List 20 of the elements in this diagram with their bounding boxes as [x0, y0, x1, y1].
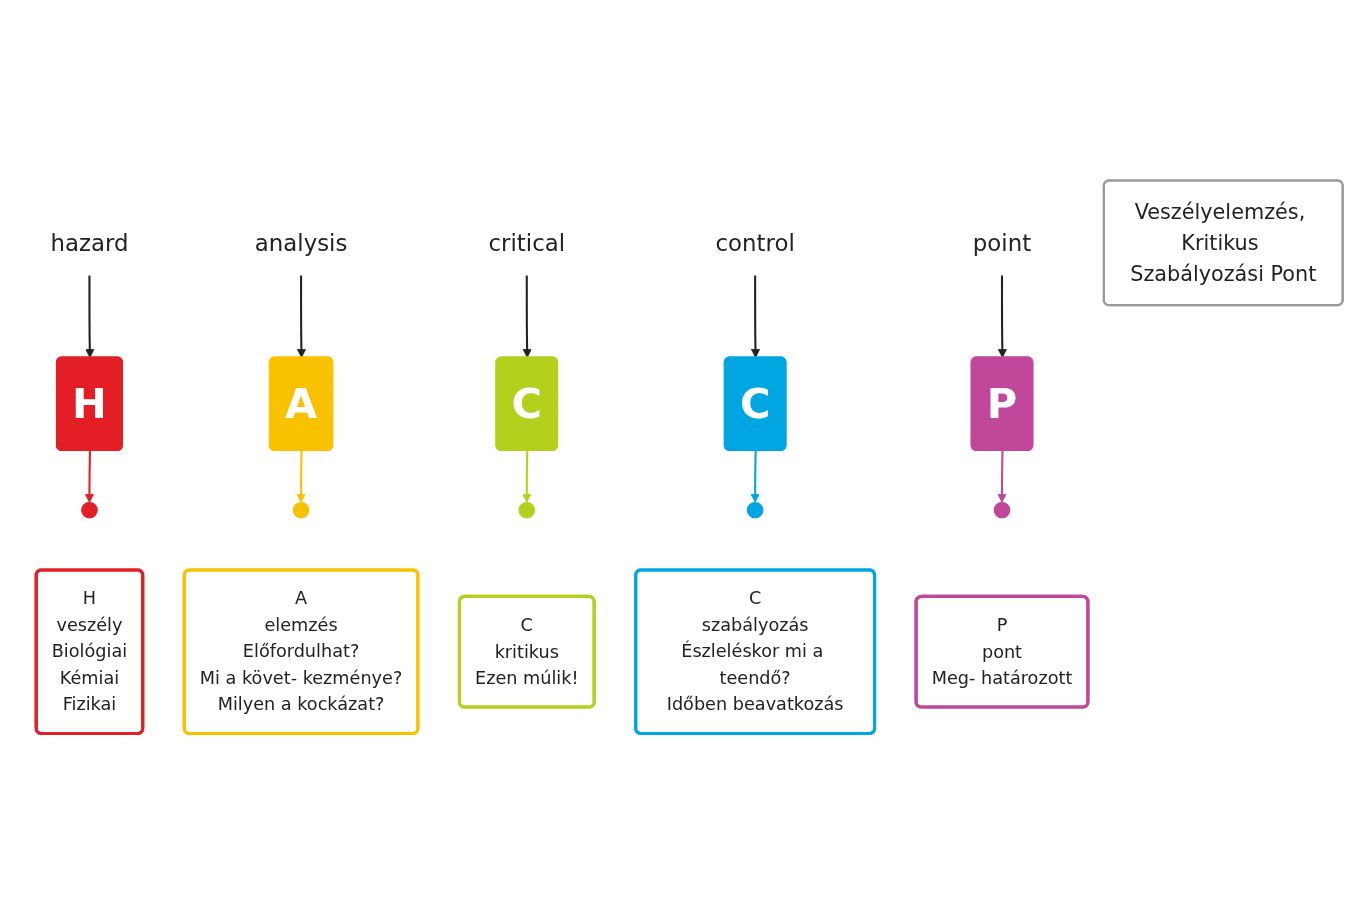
arrow: [750, 451, 760, 503]
node-text: analysis: [254, 229, 347, 256]
node-text: hazard: [49, 229, 128, 256]
node-circle: [517, 501, 535, 519]
node-text: critical: [488, 229, 565, 256]
arrow: [750, 275, 760, 358]
arrow: [521, 451, 531, 503]
arrow: [84, 275, 94, 358]
node-circle: [993, 501, 1010, 519]
node-circle: [80, 501, 98, 519]
arrow: [296, 275, 306, 358]
arrow: [522, 275, 532, 358]
arrow: [997, 275, 1007, 358]
node-text: control: [715, 229, 795, 256]
node-circle: [292, 501, 309, 519]
arrow: [84, 451, 94, 503]
arrow: [996, 451, 1007, 503]
node-text: point: [972, 229, 1031, 256]
arrow: [296, 451, 306, 503]
node-circle: [746, 501, 763, 519]
